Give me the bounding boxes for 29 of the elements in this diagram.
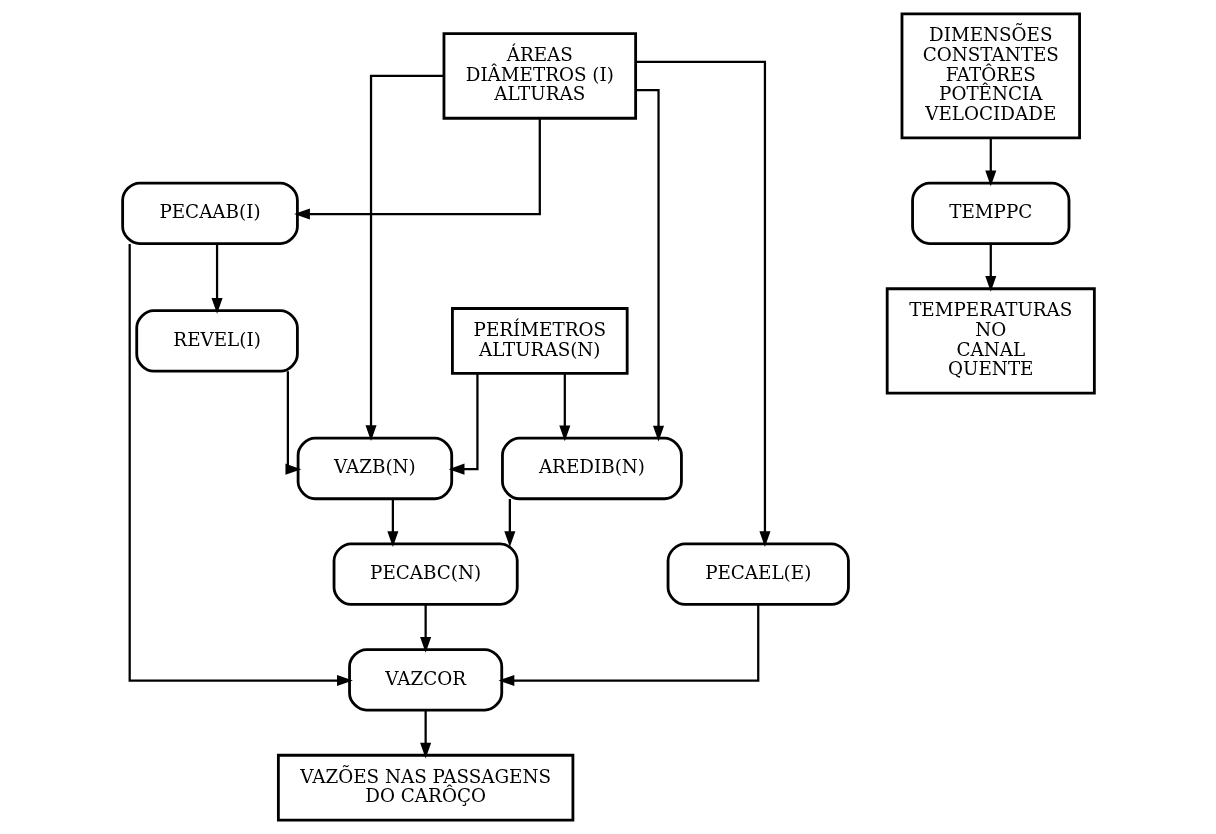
arrow	[419, 604, 431, 653]
arrow	[635, 60, 770, 548]
node-box: VAZCOR	[347, 648, 503, 712]
arrow	[211, 244, 223, 314]
arrow	[386, 499, 398, 548]
node-box: PECABC(N)	[332, 542, 519, 606]
arrow	[558, 373, 570, 442]
node-box: AREDIB(N)	[500, 436, 683, 501]
arrow	[365, 74, 444, 442]
arrow	[635, 88, 664, 442]
arrow	[293, 118, 541, 220]
node-box: TEMPERATURAS NO CANAL QUENTE	[885, 287, 1096, 395]
node-box: TEMPPC	[910, 181, 1070, 246]
node-box: PECAEL(E)	[666, 542, 850, 606]
arrow	[448, 373, 479, 475]
node-box: REVEL(I)	[134, 309, 299, 373]
arrow	[498, 604, 759, 687]
arrow	[128, 244, 353, 687]
arrow	[984, 138, 996, 187]
arrow	[503, 499, 515, 548]
arrow	[984, 244, 996, 292]
arrow	[419, 710, 431, 759]
node-box: PERÍMETROS ALTURAS(N)	[450, 307, 629, 375]
node-box: ÁREAS DIÂMETROS (I) ALTURAS	[442, 32, 637, 120]
node-box: PECAAB(I)	[120, 181, 299, 246]
arrow	[284, 371, 301, 475]
node-box: VAZB(N)	[296, 436, 453, 501]
node-box: DIMENSÕES CONSTANTES FATÔRES POTÊNCIA VELOCIDADE	[900, 12, 1081, 140]
node-box: VAZÕES NAS PASSAGENS DO CARÔÇO	[276, 753, 574, 822]
